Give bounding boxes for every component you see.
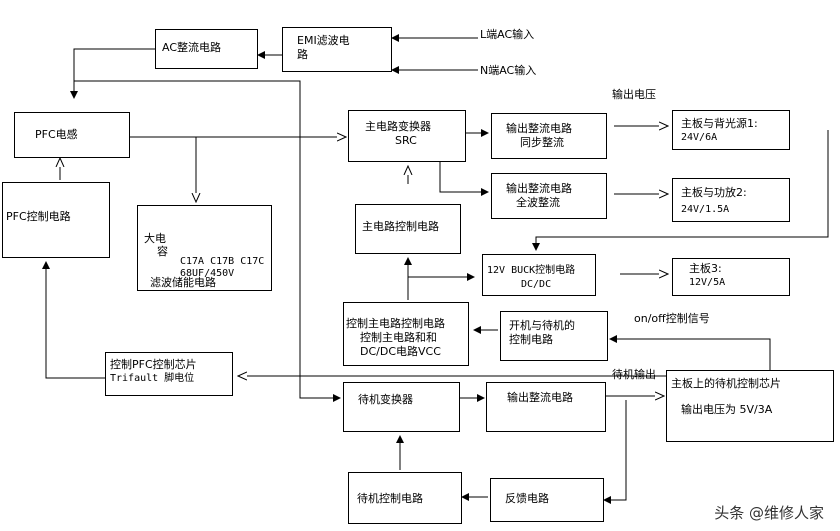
main-converter-block: 主电路变换器 SRC [348, 110, 466, 162]
ctrl-main-ctrl-label: 控制主电路控制电路 [346, 317, 445, 330]
feedback-block: 反馈电路 [490, 478, 604, 522]
output-rectifier-sync-label: 输出整流电路 [506, 122, 572, 135]
output-rectifier-full-sub: 全波整流 [516, 196, 560, 209]
standby-converter-block: 待机变换器 [343, 382, 460, 432]
board3-spec: 12V/5A [689, 277, 726, 288]
standby-chip-sub: 输出电压为 5V/3A [681, 403, 773, 416]
emi-filter-label: EMI滤波电 [297, 34, 350, 47]
board3-block: 主板3: 12V/5A [672, 258, 790, 296]
buck-label: 12V BUCK控制电路 [487, 265, 576, 276]
emi-filter-label-2: 路 [297, 48, 308, 61]
ctrl-main-ctrl-vcc: DC/DC电路VCC [360, 345, 441, 358]
board-amp-spec: 24V/1.5A [681, 204, 730, 215]
cap-label-top: 大电 [144, 232, 166, 245]
pfc-control-block: PFC控制电路 [2, 182, 110, 258]
output-voltage-label: 输出电压 [612, 88, 656, 101]
cap-caption: 滤波储能电路 [150, 276, 216, 289]
standby-control-block: 待机控制电路 [348, 472, 462, 524]
main-converter-label: 主电路变换器 [365, 120, 431, 133]
buck-sub: DC/DC [521, 279, 552, 290]
onoff-signal-label: on/off控制信号 [634, 312, 710, 325]
pfc-control-label: PFC控制电路 [6, 210, 71, 223]
board-amp-label: 主板与功放2: [681, 186, 747, 199]
ctrl-pfc-chip-label: 控制PFC控制芯片 [110, 358, 197, 371]
ctrl-main-ctrl-block: 控制主电路控制电路 控制主电路和和 DC/DC电路VCC [343, 302, 469, 366]
standby-output-rectifier-label: 输出整流电路 [507, 391, 573, 404]
power-standby-sub: 控制电路 [509, 333, 553, 346]
cap-parts: C17A C17B C17C [180, 256, 265, 267]
pfc-inductor-block: PFC电感 [14, 112, 130, 158]
board-amp-block: 主板与功放2: 24V/1.5A [672, 178, 790, 222]
power-standby-label: 开机与待机的 [509, 319, 575, 332]
cap-label-bottom: 容 [157, 245, 168, 258]
standby-control-label: 待机控制电路 [357, 492, 423, 505]
output-rectifier-full-block: 输出整流电路 全波整流 [491, 173, 607, 219]
ac-rectifier-label: AC整流电路 [162, 41, 222, 54]
ctrl-pfc-chip-block: 控制PFC控制芯片 Trifault 脚电位 [105, 352, 233, 396]
main-control-label: 主电路控制电路 [362, 220, 439, 233]
output-rectifier-full-label: 输出整流电路 [506, 182, 572, 195]
output-rectifier-sync-sub: 同步整流 [520, 136, 564, 149]
main-converter-sub: SRC [395, 134, 417, 147]
ctrl-pfc-chip-sub: Trifault 脚电位 [110, 373, 195, 384]
standby-chip-block: 主板上的待机控制芯片 输出电压为 5V/3A [666, 370, 834, 442]
ac-rectifier-block: AC整流电路 [155, 29, 258, 69]
board3-label: 主板3: [689, 262, 722, 275]
l-input-label: L端AC输入 [480, 28, 535, 41]
emi-filter-block: EMI滤波电 路 [282, 27, 392, 72]
buck-block: 12V BUCK控制电路 DC/DC [482, 254, 596, 296]
main-control-block: 主电路控制电路 [355, 204, 461, 254]
output-rectifier-sync-block: 输出整流电路 同步整流 [491, 113, 607, 159]
board-backlight-spec: 24V/6A [681, 132, 718, 143]
standby-converter-label: 待机变换器 [358, 393, 413, 406]
power-standby-block: 开机与待机的 控制电路 [500, 311, 608, 361]
storage-cap-block: 大电 容 C17A C17B C17C 68UF/450V 滤波储能电路 [137, 205, 272, 291]
board-backlight-block: 主板与背光源1: 24V/6A [672, 110, 790, 150]
watermark: 头条 @维修人家 [706, 500, 832, 525]
ctrl-main-ctrl-sub: 控制主电路和和 [360, 331, 437, 344]
board-backlight-label: 主板与背光源1: [681, 117, 758, 130]
standby-output-label: 待机输出 [612, 368, 656, 381]
standby-chip-label: 主板上的待机控制芯片 [671, 377, 781, 390]
cap-spec: 68UF/450V [180, 268, 235, 279]
n-input-label: N端AC输入 [480, 64, 537, 77]
pfc-inductor-label: PFC电感 [35, 128, 78, 141]
feedback-label: 反馈电路 [505, 492, 549, 505]
standby-output-rectifier-block: 输出整流电路 [486, 382, 606, 432]
